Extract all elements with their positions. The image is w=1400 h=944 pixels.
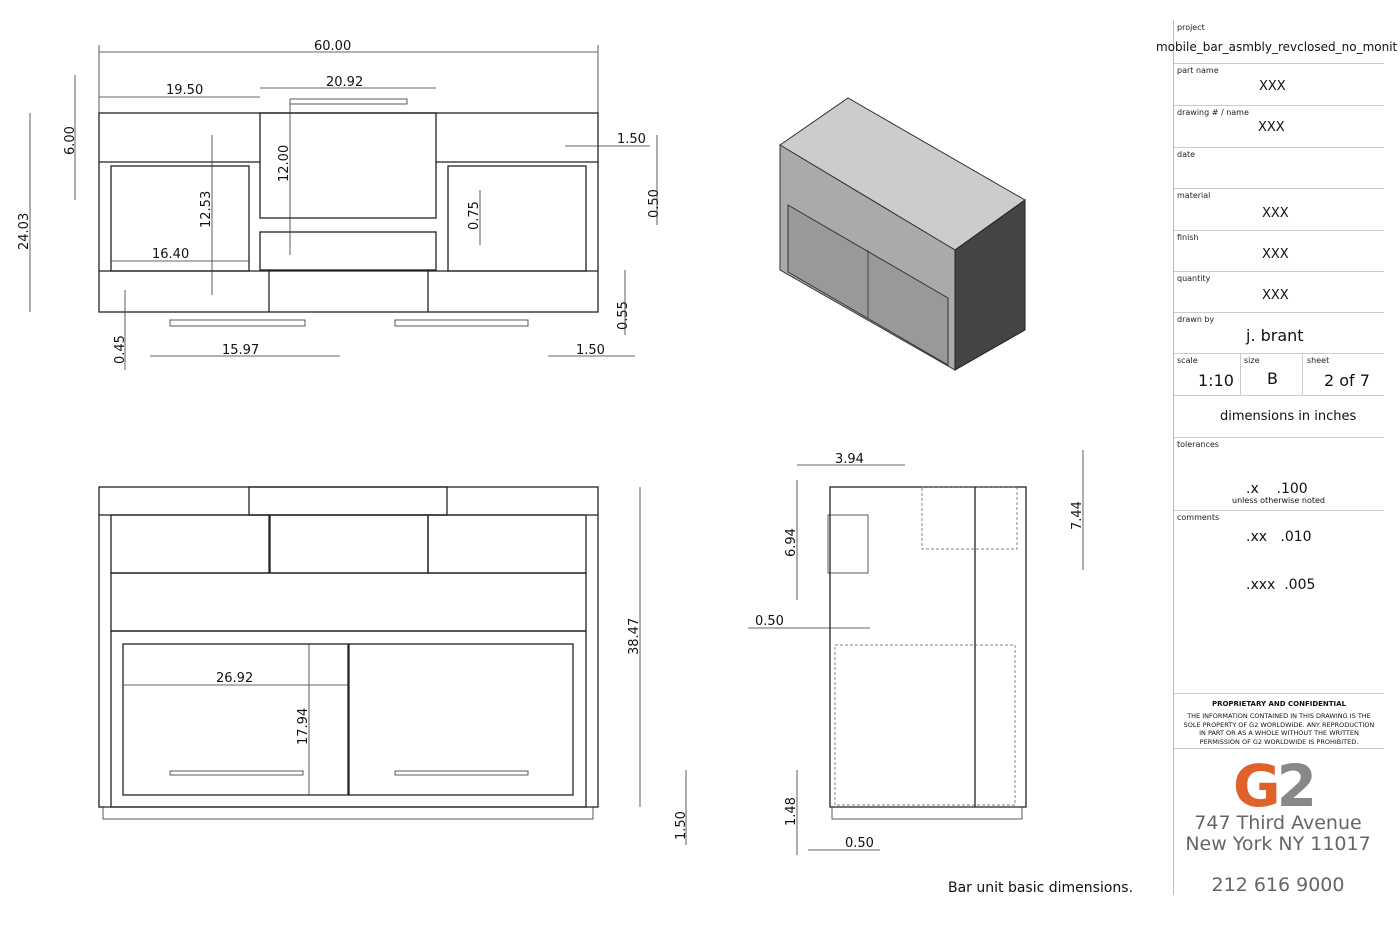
upper-front-view: 60.00 19.50 20.92 6.00 24.03 12.00 12.53… [17, 39, 662, 370]
dim-label: 6.00 [63, 126, 78, 155]
proprietary-text: THE INFORMATION CONTAINED IN THIS DRAWIN… [1183, 712, 1375, 746]
dim-label: 0.55 [616, 301, 631, 330]
lower-front-view: 38.47 26.92 17.94 1.50 [98, 486, 689, 845]
size-value: B [1267, 369, 1278, 388]
dim-label: 6.94 [784, 528, 799, 557]
tolerance-2: .xx .010 [1246, 529, 1312, 545]
dim-label: 0.45 [113, 335, 128, 364]
units-note: dimensions in inches [1220, 409, 1357, 424]
side-view: 3.94 6.94 7.44 0.50 1.48 0.50 [748, 450, 1085, 855]
dim-label: 0.50 [845, 836, 874, 851]
dim-label: 0.75 [467, 201, 482, 230]
material-value: XXX [1262, 206, 1289, 221]
scale-label: scale [1177, 356, 1198, 365]
dim-label: 1.50 [674, 811, 689, 840]
tolerance-3: .xxx .005 [1246, 577, 1316, 593]
tolerances-label: tolerances [1177, 440, 1219, 449]
part-name-value: XXX [1259, 79, 1286, 94]
g2-logo: G2 [1233, 752, 1317, 820]
finish-value: XXX [1262, 247, 1289, 262]
dim-label: 26.92 [216, 671, 253, 686]
dim-label: 17.94 [296, 708, 311, 745]
tolerance-1: .x .100 [1246, 481, 1308, 497]
tolerance-note: unless otherwise noted [1232, 496, 1325, 505]
drawn-by-value: j. brant [1246, 326, 1304, 345]
dim-label: 1.50 [617, 132, 646, 147]
quantity-label: quantity [1177, 274, 1211, 283]
dim-label: 0.50 [755, 614, 784, 629]
drawn-by-label: drawn by [1177, 315, 1215, 324]
proprietary-title: PROPRIETARY AND CONFIDENTIAL [1211, 700, 1347, 708]
scale-value: 1:10 [1198, 371, 1234, 390]
date-label: date [1177, 150, 1196, 159]
isometric-view [779, 97, 1026, 371]
title-block: project mobile_bar_asmbly_revclosed_no_mo… [1156, 20, 1397, 895]
project-label: project [1177, 23, 1205, 32]
dim-label: 60.00 [314, 39, 351, 54]
quantity-value: XXX [1262, 288, 1289, 303]
dim-label: 20.92 [326, 75, 363, 90]
dim-label: 1.50 [576, 343, 605, 358]
dim-label: 0.50 [647, 189, 662, 218]
drawing-value: XXX [1258, 120, 1285, 135]
material-label: material [1177, 191, 1211, 200]
finish-label: finish [1177, 233, 1199, 242]
dim-label: 19.50 [166, 83, 203, 98]
comments-label: comments [1177, 513, 1220, 522]
drawing-label: drawing # / name [1177, 108, 1249, 117]
dim-label: 7.44 [1070, 501, 1085, 530]
size-label: size [1244, 356, 1260, 365]
dim-label: 1.48 [784, 797, 799, 826]
sheet-value: 2 of 7 [1324, 371, 1370, 390]
dim-label: 24.03 [17, 213, 32, 250]
part-name-label: part name [1177, 66, 1219, 75]
address-line-1: 747 Third Avenue [1194, 812, 1362, 834]
dim-label: 16.40 [152, 247, 189, 262]
dim-label: 15.97 [222, 343, 259, 358]
dim-label: 12.00 [277, 145, 292, 182]
phone-number: 212 616 9000 [1211, 874, 1345, 896]
project-value: mobile_bar_asmbly_revclosed_no_monit [1156, 40, 1398, 54]
sheet-label: sheet [1307, 356, 1330, 365]
dim-label: 12.53 [199, 191, 214, 228]
drawing-caption: Bar unit basic dimensions. [948, 880, 1134, 896]
address-line-2: New York NY 11017 [1185, 833, 1371, 855]
dim-label: 3.94 [835, 452, 864, 467]
dim-label: 38.47 [627, 618, 642, 655]
